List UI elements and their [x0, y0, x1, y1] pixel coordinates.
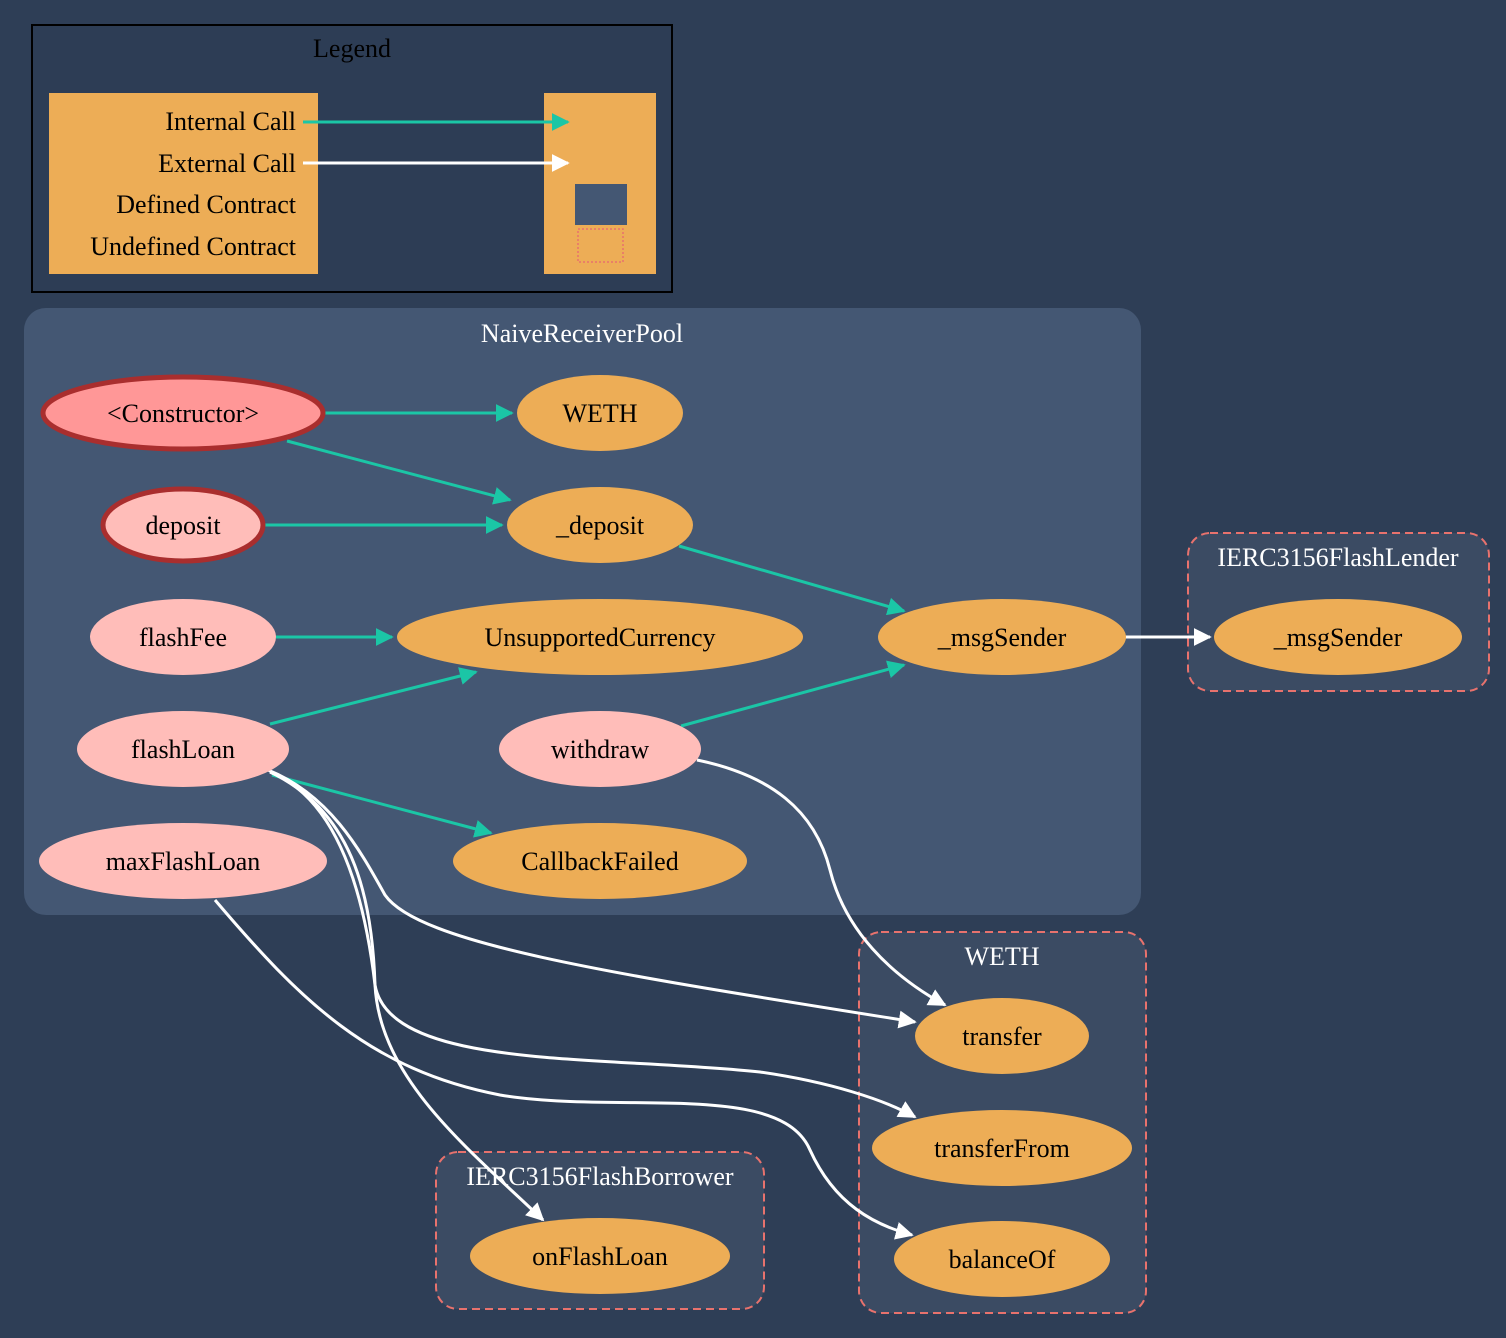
legend: Legend Internal Call External Call Defin…	[31, 24, 673, 293]
node-max-flash-loan-label: maxFlashLoan	[106, 847, 261, 876]
node-max-flash-loan[interactable]: maxFlashLoan	[39, 823, 327, 899]
legend-external-call-label: External Call	[158, 149, 296, 178]
node-constructor-label: <Constructor>	[107, 399, 259, 428]
node-flash-fee-label: flashFee	[139, 623, 227, 652]
node-weth-transfer[interactable]: transfer	[915, 998, 1089, 1074]
node-weth-var-label: WETH	[562, 399, 637, 428]
legend-defined-contract-swatch	[575, 184, 627, 225]
cluster-ierc3156-flash-borrower-title: IERC3156FlashBorrower	[466, 1162, 734, 1191]
node-callback-failed-label: CallbackFailed	[521, 847, 678, 876]
legend-undefined-contract-label: Undefined Contract	[90, 232, 297, 261]
node-msg-sender-label: _msgSender	[937, 623, 1067, 652]
node-weth-var[interactable]: WETH	[517, 375, 683, 451]
node-callback-failed[interactable]: CallbackFailed	[453, 823, 747, 899]
edge-flash-loan-to-unsupported-currency	[269, 667, 478, 726]
cluster-weth-title: WETH	[964, 942, 1039, 971]
node-weth-transfer-label: transfer	[962, 1022, 1042, 1051]
node-flash-loan-label: flashLoan	[131, 735, 235, 764]
cluster-ierc3156-flash-lender-title: IERC3156FlashLender	[1217, 543, 1459, 572]
node-internal-deposit[interactable]: _deposit	[507, 487, 693, 563]
legend-title: Legend	[313, 34, 391, 63]
edge-constructor-to-internal-deposit	[286, 439, 512, 505]
nodes: <Constructor> deposit flashFee flashLoan…	[39, 374, 1462, 1297]
node-flash-loan[interactable]: flashLoan	[77, 711, 289, 787]
edge-flash-loan-to-callback-failed	[271, 773, 493, 838]
node-weth-transfer-from-label: transferFrom	[934, 1134, 1070, 1163]
node-on-flash-loan[interactable]: onFlashLoan	[470, 1218, 730, 1294]
node-withdraw-label: withdraw	[551, 735, 649, 764]
node-weth-balance-of-label: balanceOf	[949, 1245, 1056, 1274]
node-deposit[interactable]: deposit	[100, 486, 266, 564]
node-deposit-label: deposit	[145, 511, 221, 540]
node-on-flash-loan-label: onFlashLoan	[532, 1242, 668, 1271]
edge-withdraw-to-weth-transfer	[696, 758, 947, 1007]
legend-symbol-box	[544, 93, 656, 274]
edge-flash-loan-to-weth-transfer-from	[269, 770, 917, 1119]
node-msg-sender[interactable]: _msgSender	[878, 599, 1126, 675]
node-withdraw[interactable]: withdraw	[499, 711, 701, 787]
node-lender-msg-sender[interactable]: _msgSender	[1214, 599, 1462, 675]
edges	[213, 404, 1212, 1240]
legend-internal-call-label: Internal Call	[165, 107, 296, 136]
node-weth-transfer-from[interactable]: transferFrom	[872, 1110, 1132, 1186]
node-unsupported-currency-label: UnsupportedCurrency	[484, 623, 715, 652]
legend-defined-contract-label: Defined Contract	[116, 190, 297, 219]
node-lender-msg-sender-label: _msgSender	[1273, 623, 1403, 652]
node-flash-fee[interactable]: flashFee	[90, 599, 276, 675]
edge-flash-loan-to-weth-transfer	[267, 768, 917, 1029]
cluster-naive-receiver-pool-title: NaiveReceiverPool	[481, 319, 683, 348]
node-internal-deposit-label: _deposit	[555, 511, 645, 540]
legend-undefined-contract-swatch	[577, 228, 624, 263]
node-unsupported-currency[interactable]: UnsupportedCurrency	[397, 599, 803, 675]
node-constructor[interactable]: <Constructor>	[40, 374, 326, 452]
edge-withdraw-to-msg-sender	[680, 660, 906, 728]
edge-internal-deposit-to-msg-sender	[678, 544, 906, 616]
node-weth-balance-of[interactable]: balanceOf	[894, 1221, 1110, 1297]
legend-label-box	[49, 93, 318, 274]
edge-flash-loan-to-on-flash-loan	[269, 770, 545, 1222]
edge-max-flash-loan-to-weth-balance-of	[213, 899, 914, 1240]
